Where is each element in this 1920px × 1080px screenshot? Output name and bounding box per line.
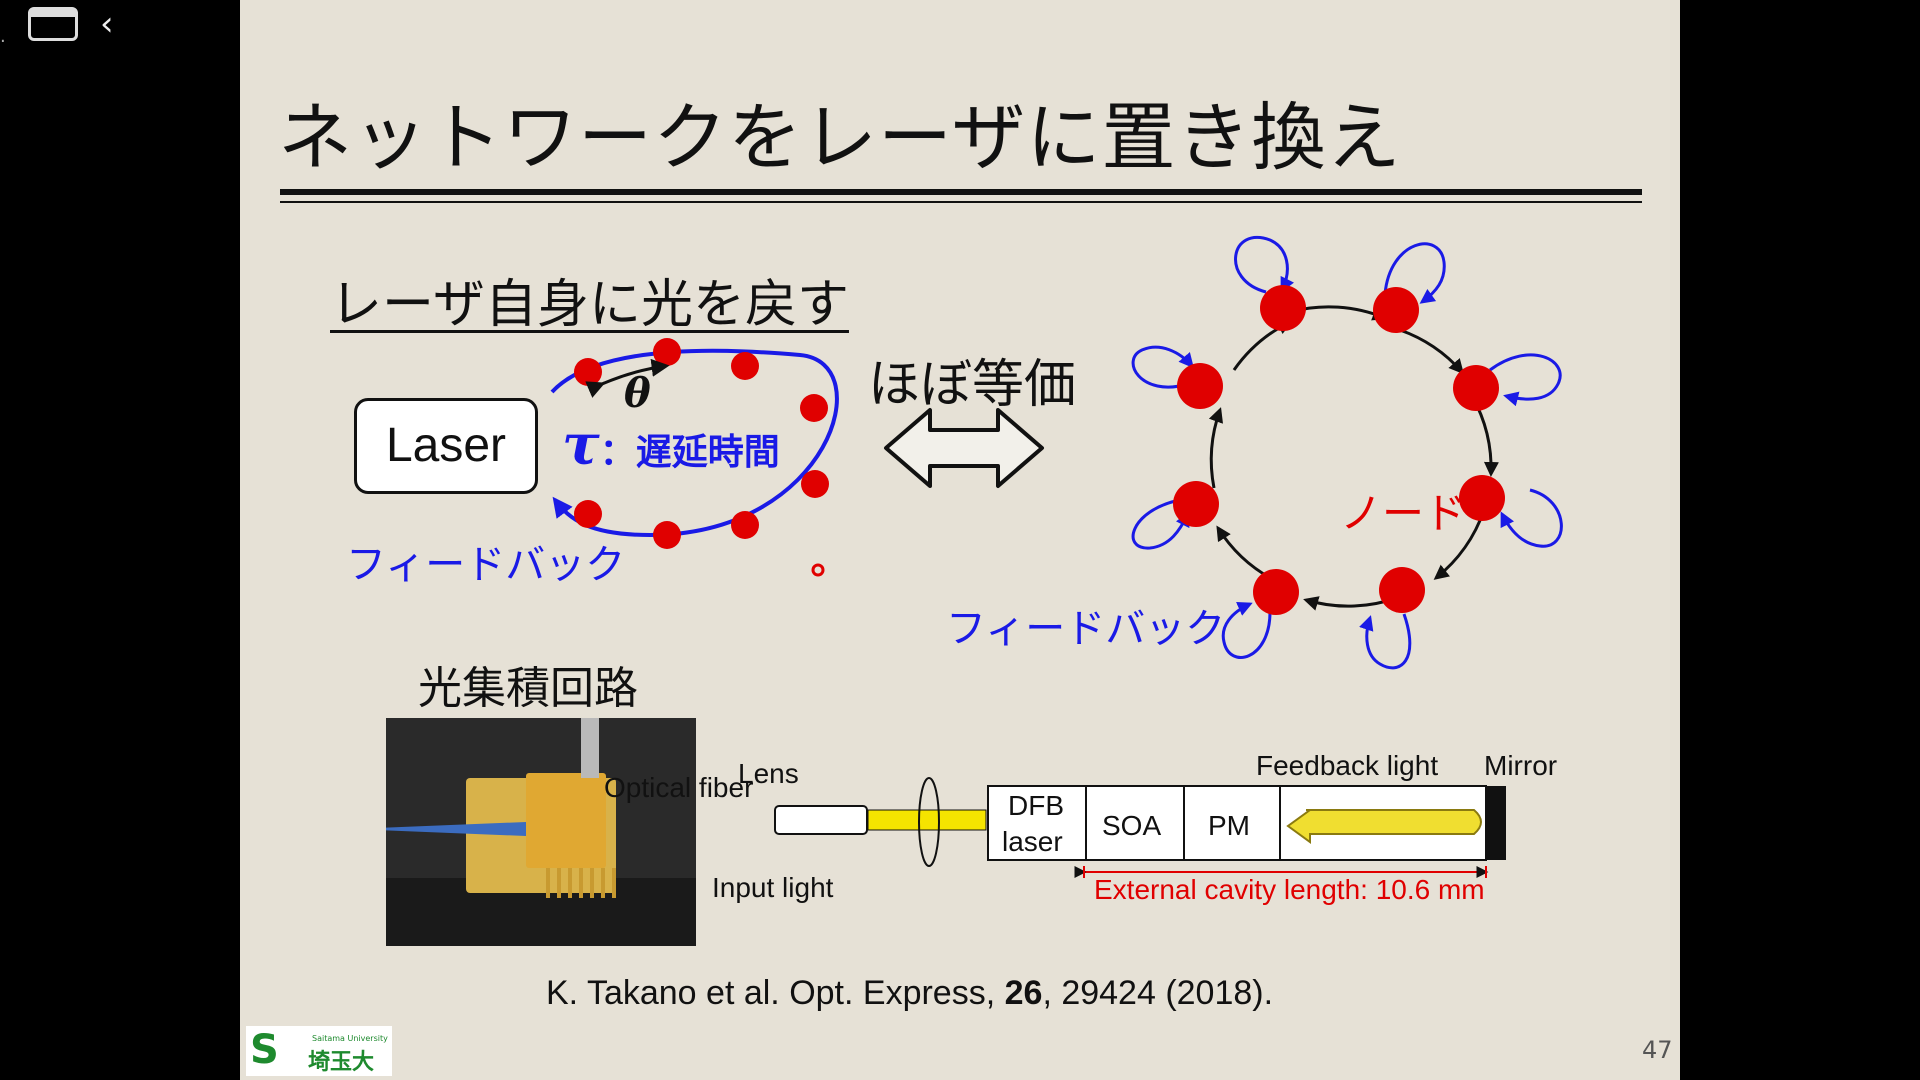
delay-time-text: ：遅延時間 bbox=[599, 432, 780, 473]
equivalence-label: ほぼ等価 bbox=[868, 355, 1077, 415]
dfb-laser-box bbox=[987, 785, 1087, 861]
dfb-label-line1: DFB bbox=[1008, 790, 1064, 821]
soa-label: SOA bbox=[1102, 810, 1162, 841]
virtual-node bbox=[653, 521, 681, 549]
pm-label: PM bbox=[1208, 810, 1250, 841]
ring-node bbox=[1253, 569, 1299, 615]
ring-node bbox=[1260, 285, 1306, 331]
laser-box: Laser bbox=[354, 398, 538, 494]
photo-title: 光集積回路 bbox=[418, 663, 638, 714]
virtual-node bbox=[653, 338, 681, 366]
ring-node bbox=[1177, 363, 1223, 409]
tau-symbol: τ bbox=[562, 412, 600, 478]
ring-node bbox=[1379, 567, 1425, 613]
cursor-indicator bbox=[811, 563, 825, 577]
ring-node bbox=[1373, 287, 1419, 333]
dot-icon: . bbox=[0, 26, 6, 47]
pm-box bbox=[1183, 785, 1281, 861]
feedback-label-left: フィードバック bbox=[346, 542, 626, 588]
virtual-node bbox=[800, 394, 828, 422]
ring-node bbox=[1453, 365, 1499, 411]
logo-mark-icon: S bbox=[250, 1027, 279, 1073]
dfb-label-line2: laser bbox=[1002, 826, 1063, 857]
university-logo: S Saitama University 埼玉大学 bbox=[246, 1026, 392, 1076]
mirror-label: Mirror bbox=[1484, 750, 1558, 781]
feedback-label-right: フィードバック bbox=[946, 606, 1226, 652]
virtual-node bbox=[574, 500, 602, 528]
theta-label: θ bbox=[624, 370, 651, 417]
window-icon[interactable] bbox=[28, 7, 78, 41]
title-rule-thick bbox=[280, 189, 1642, 195]
slide-graphics bbox=[550, 236, 1563, 878]
page-number: 47 bbox=[1642, 1036, 1673, 1064]
theta-arrow bbox=[585, 358, 670, 398]
citation: K. Takano et al. Opt. Express, 26, 29424… bbox=[546, 974, 1274, 1012]
presentation-slide: ネットワークをレーザに置き換え レーザ自身に光を戻す bbox=[240, 0, 1680, 1080]
delay-time-label: τ：遅延時間 bbox=[562, 412, 780, 478]
double-arrow-icon bbox=[884, 408, 1044, 488]
node-label: ノード bbox=[1340, 489, 1467, 538]
lens-icon bbox=[918, 777, 940, 867]
soa-box bbox=[1085, 785, 1185, 861]
lens-label: Lens bbox=[738, 758, 799, 789]
virtual-node bbox=[801, 470, 829, 498]
input-light-label: Input light bbox=[712, 872, 834, 903]
ring-node bbox=[1459, 475, 1505, 521]
yellow-beam bbox=[867, 809, 987, 831]
optical-diagram bbox=[774, 777, 1506, 878]
virtual-node bbox=[731, 511, 759, 539]
slide-title: ネットワークをレーザに置き換え bbox=[278, 95, 1402, 181]
ring-node bbox=[1173, 481, 1219, 527]
cavity-length-label: External cavity length: 10.6 mm bbox=[1094, 874, 1485, 905]
logo-name-en: Saitama University bbox=[312, 1034, 388, 1043]
logo-name-ja: 埼玉大学 bbox=[308, 1050, 375, 1075]
virtual-node bbox=[574, 358, 602, 386]
optical-fiber bbox=[774, 805, 868, 835]
title-rule-thin bbox=[280, 201, 1642, 203]
optical-fiber-label: Optical fiber bbox=[604, 772, 754, 803]
chevron-left-icon[interactable]: ‹ bbox=[100, 4, 114, 44]
mirror bbox=[1486, 786, 1506, 860]
window-toolbar: . ‹ bbox=[0, 0, 240, 60]
ring-network bbox=[1131, 236, 1563, 670]
subheading: レーザ自身に光を戻す bbox=[330, 275, 849, 335]
photonic-chip-photo bbox=[386, 718, 696, 946]
feedback-arrow bbox=[1286, 809, 1482, 844]
virtual-node bbox=[731, 352, 759, 380]
feedback-light-label: Feedback light bbox=[1256, 750, 1439, 781]
